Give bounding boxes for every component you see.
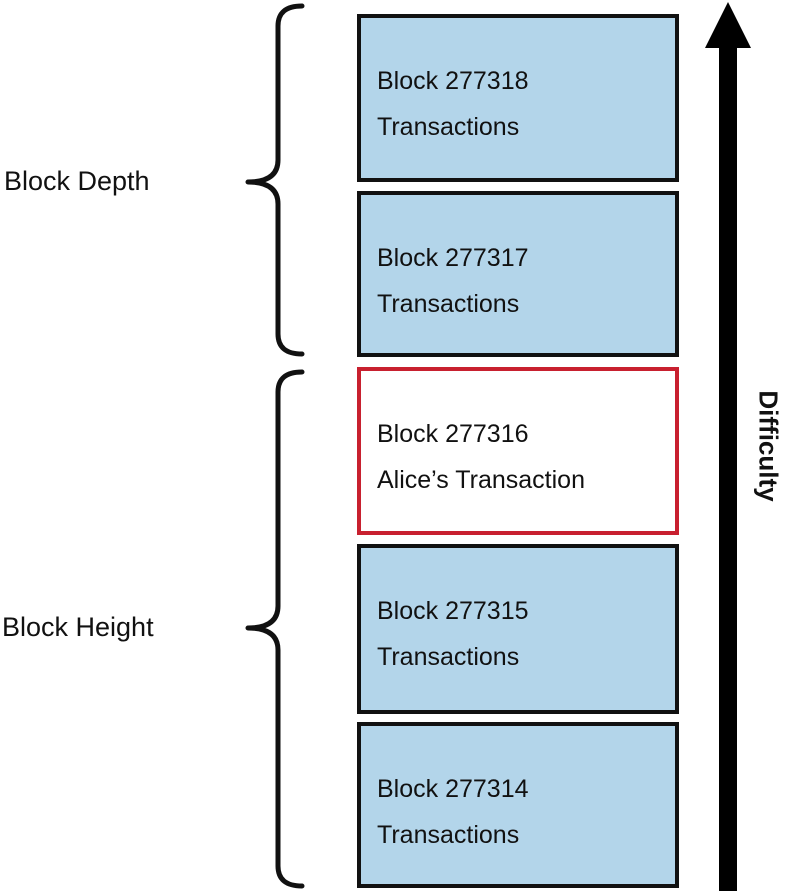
block-subtitle: Alice’s Transaction [377,466,585,494]
difficulty-arrow-shaft [719,42,737,891]
block-depth-brace [245,3,305,357]
block-height-label: Block Height [2,612,154,642]
block-subtitle: Transactions [377,290,520,318]
block-277317: Block 277317 Transactions [357,191,679,357]
difficulty-arrow-head [705,2,751,48]
block-title: Block 277314 [377,775,529,803]
block-title: Block 277317 [377,244,529,272]
block-277316-alice: Block 277316 Alice’s Transaction [357,367,679,535]
block-depth-label: Block Depth [4,166,150,196]
block-title: Block 277318 [377,67,529,95]
block-277315: Block 277315 Transactions [357,544,679,714]
block-277318: Block 277318 Transactions [357,14,679,182]
block-title: Block 277316 [377,420,529,448]
block-subtitle: Transactions [377,643,520,671]
difficulty-label: Difficulty [753,390,784,502]
block-subtitle: Transactions [377,821,520,849]
block-title: Block 277315 [377,597,529,625]
block-277314: Block 277314 Transactions [357,722,679,888]
block-height-brace [245,369,305,889]
block-subtitle: Transactions [377,113,520,141]
